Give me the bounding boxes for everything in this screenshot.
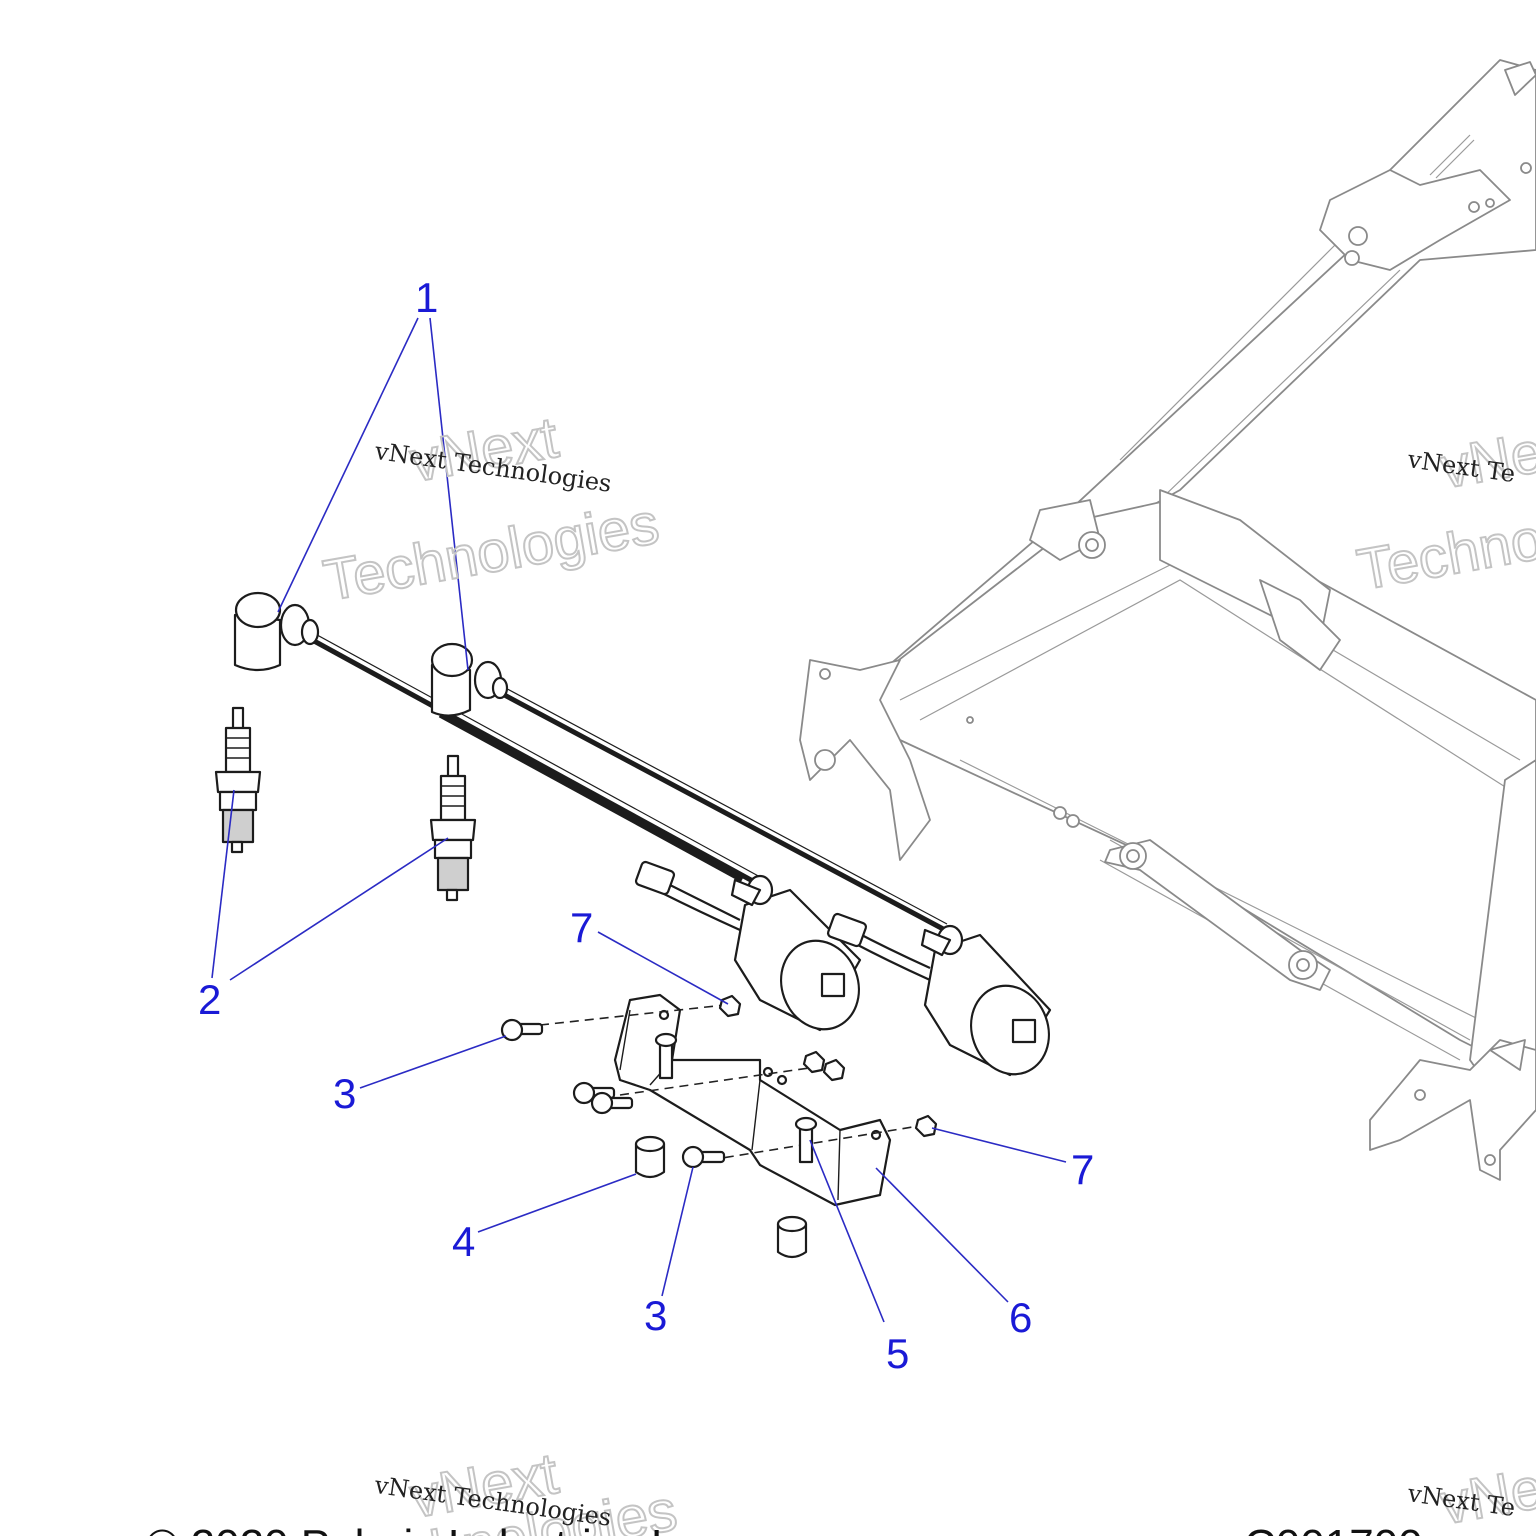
grommet-4 <box>634 1135 666 1179</box>
callout-labels: 1 2 3 3 4 5 6 7 7 <box>198 274 1094 1377</box>
plug-boot-right <box>430 642 509 717</box>
nut-middle-1 <box>802 1050 826 1074</box>
callout-4: 4 <box>452 1218 475 1265</box>
callout-2: 2 <box>198 976 221 1023</box>
watermark-top-left: vNext Technologies vNext Technologies <box>318 404 665 615</box>
spark-plug-left <box>214 706 262 854</box>
watermark-bottom-right: vNe vNext Te <box>1405 1454 1536 1536</box>
leader-lines <box>211 317 1067 1323</box>
ignition-coil-left <box>634 860 862 1032</box>
figure-id: C001700 <box>1244 1521 1423 1536</box>
footer: © 2020 Polaris Industries Inc. C001700 <box>146 1521 1423 1536</box>
copyright-notice: © 2020 Polaris Industries Inc. <box>146 1521 721 1536</box>
callout-7-upper: 7 <box>570 904 593 951</box>
fastener-screws <box>500 1018 818 1169</box>
callout-1: 1 <box>415 274 438 321</box>
svg-text:Technologies: Technologies <box>319 491 664 614</box>
hex-nuts <box>718 994 938 1138</box>
grommet-lower <box>776 1215 808 1259</box>
ignition-coil-right <box>826 912 1052 1077</box>
svg-text:Techno: Techno <box>1353 506 1536 602</box>
callout-5: 5 <box>886 1330 909 1377</box>
watermark-top-right: vNe Techno vNext Te <box>1352 418 1536 604</box>
stud-bolt-upper <box>654 1032 678 1080</box>
callout-3-lower: 3 <box>644 1292 667 1339</box>
callout-7-right: 7 <box>1071 1146 1094 1193</box>
nut-upper <box>718 994 742 1018</box>
callout-6: 6 <box>1009 1294 1032 1341</box>
spark-plug-wire-assembly <box>233 591 948 933</box>
screw-lower <box>681 1145 726 1169</box>
spark-plug-right <box>429 754 477 902</box>
stud-bolt-5 <box>794 1116 818 1164</box>
nut-right <box>914 1114 938 1138</box>
coil-mounting-bracket <box>539 993 926 1207</box>
nut-middle-2 <box>822 1058 846 1082</box>
screw-upper-left <box>500 1018 544 1042</box>
screw-middle-2 <box>590 1091 634 1115</box>
grommet-spacers <box>634 1135 808 1259</box>
vehicle-frame <box>799 59 1536 1181</box>
plug-boot-left <box>233 591 320 672</box>
callout-3-left: 3 <box>333 1070 356 1117</box>
